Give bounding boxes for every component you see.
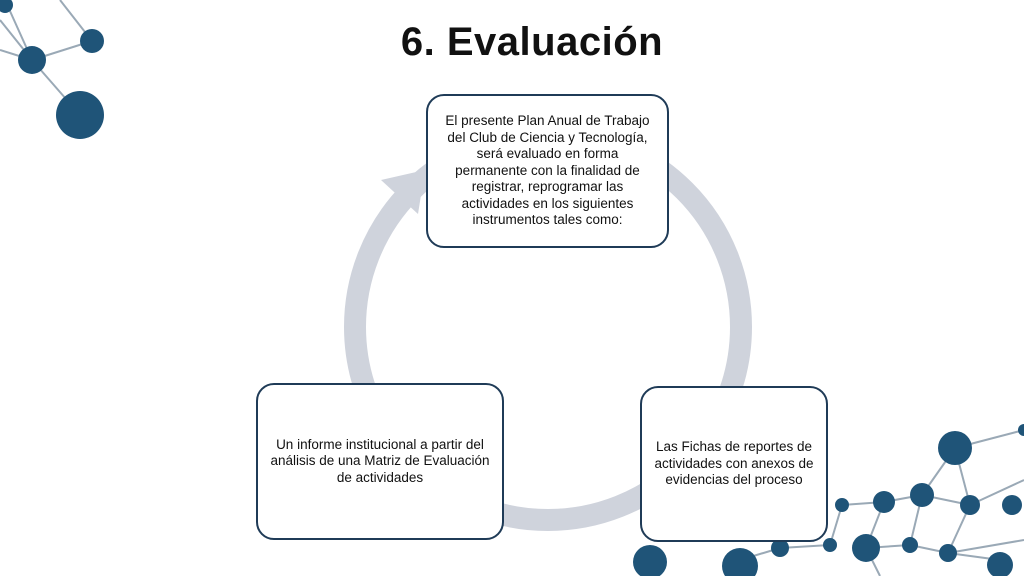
network-node bbox=[771, 539, 789, 557]
network-node bbox=[987, 552, 1013, 576]
cycle-step-text: El presente Plan Anual de Trabajo del Cl… bbox=[445, 113, 650, 228]
network-node bbox=[0, 0, 13, 13]
network-node bbox=[910, 483, 934, 507]
network-node bbox=[1002, 495, 1022, 515]
cycle-step-top: El presente Plan Anual de Trabajo del Cl… bbox=[426, 94, 669, 248]
slide-title: 6. Evaluación bbox=[400, 20, 664, 64]
network-node bbox=[56, 91, 104, 139]
network-node bbox=[873, 491, 895, 513]
network-node bbox=[938, 431, 972, 465]
network-node bbox=[80, 29, 104, 53]
network-node bbox=[902, 537, 918, 553]
network-node bbox=[1018, 424, 1024, 436]
network-node bbox=[633, 545, 667, 576]
network-node bbox=[960, 495, 980, 515]
network-node bbox=[18, 46, 46, 74]
network-node bbox=[835, 498, 849, 512]
cycle-step-text: Un informe institucional a partir del an… bbox=[270, 436, 490, 485]
network-node bbox=[852, 534, 880, 562]
cycle-step-left: Un informe institucional a partir del an… bbox=[256, 383, 504, 540]
cycle-step-right: Las Fichas de reportes de actividades co… bbox=[640, 386, 828, 542]
cycle-step-text: Las Fichas de reportes de actividades co… bbox=[654, 439, 814, 488]
network-node bbox=[823, 538, 837, 552]
network-node bbox=[939, 544, 957, 562]
network-node bbox=[722, 548, 758, 576]
cycle-arrowhead bbox=[381, 170, 425, 214]
